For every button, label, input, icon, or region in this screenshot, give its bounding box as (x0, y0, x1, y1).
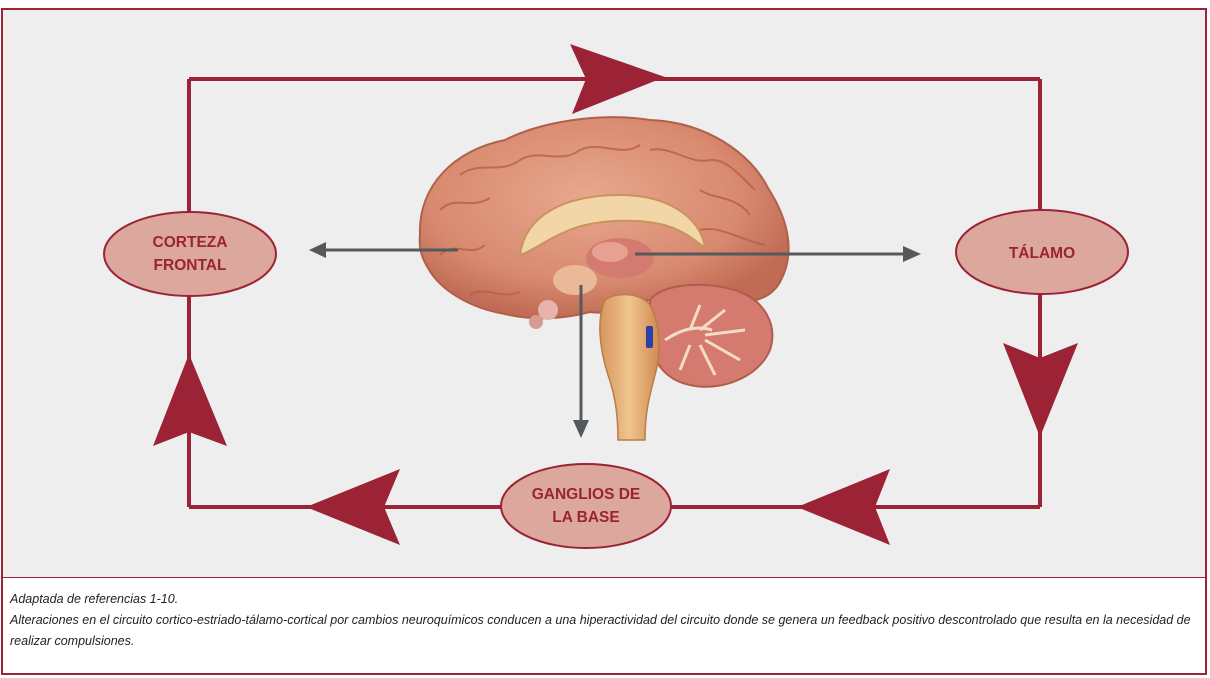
pointer-left-arrowhead-icon (309, 242, 326, 258)
node-label-line: CORTEZA (153, 234, 228, 251)
node-label-line: FRONTAL (154, 257, 227, 274)
node-label-line: LA BASE (552, 509, 619, 526)
arrow-up-icon (153, 354, 227, 446)
node-ganglios-de-la-base: GANGLIOS DE LA BASE (501, 464, 671, 548)
pointer-right-arrowhead-icon (903, 246, 921, 262)
node-label-line: TÁLAMO (1009, 245, 1075, 262)
caption-description: Alteraciones en el circuito cortico-estr… (10, 610, 1200, 652)
caption-separator (3, 577, 1205, 578)
node-label-line: GANGLIOS DE (532, 486, 641, 503)
node-talamo: TÁLAMO (956, 210, 1128, 294)
caption-source: Adaptada de referencias 1-10. (10, 589, 1200, 610)
pointer-down-arrowhead-icon (573, 420, 589, 438)
figure-caption: Adaptada de referencias 1-10. Alteracion… (10, 589, 1200, 652)
brain-sagittal-icon (420, 117, 789, 440)
node-corteza-frontal: CORTEZA FRONTAL (104, 212, 276, 296)
